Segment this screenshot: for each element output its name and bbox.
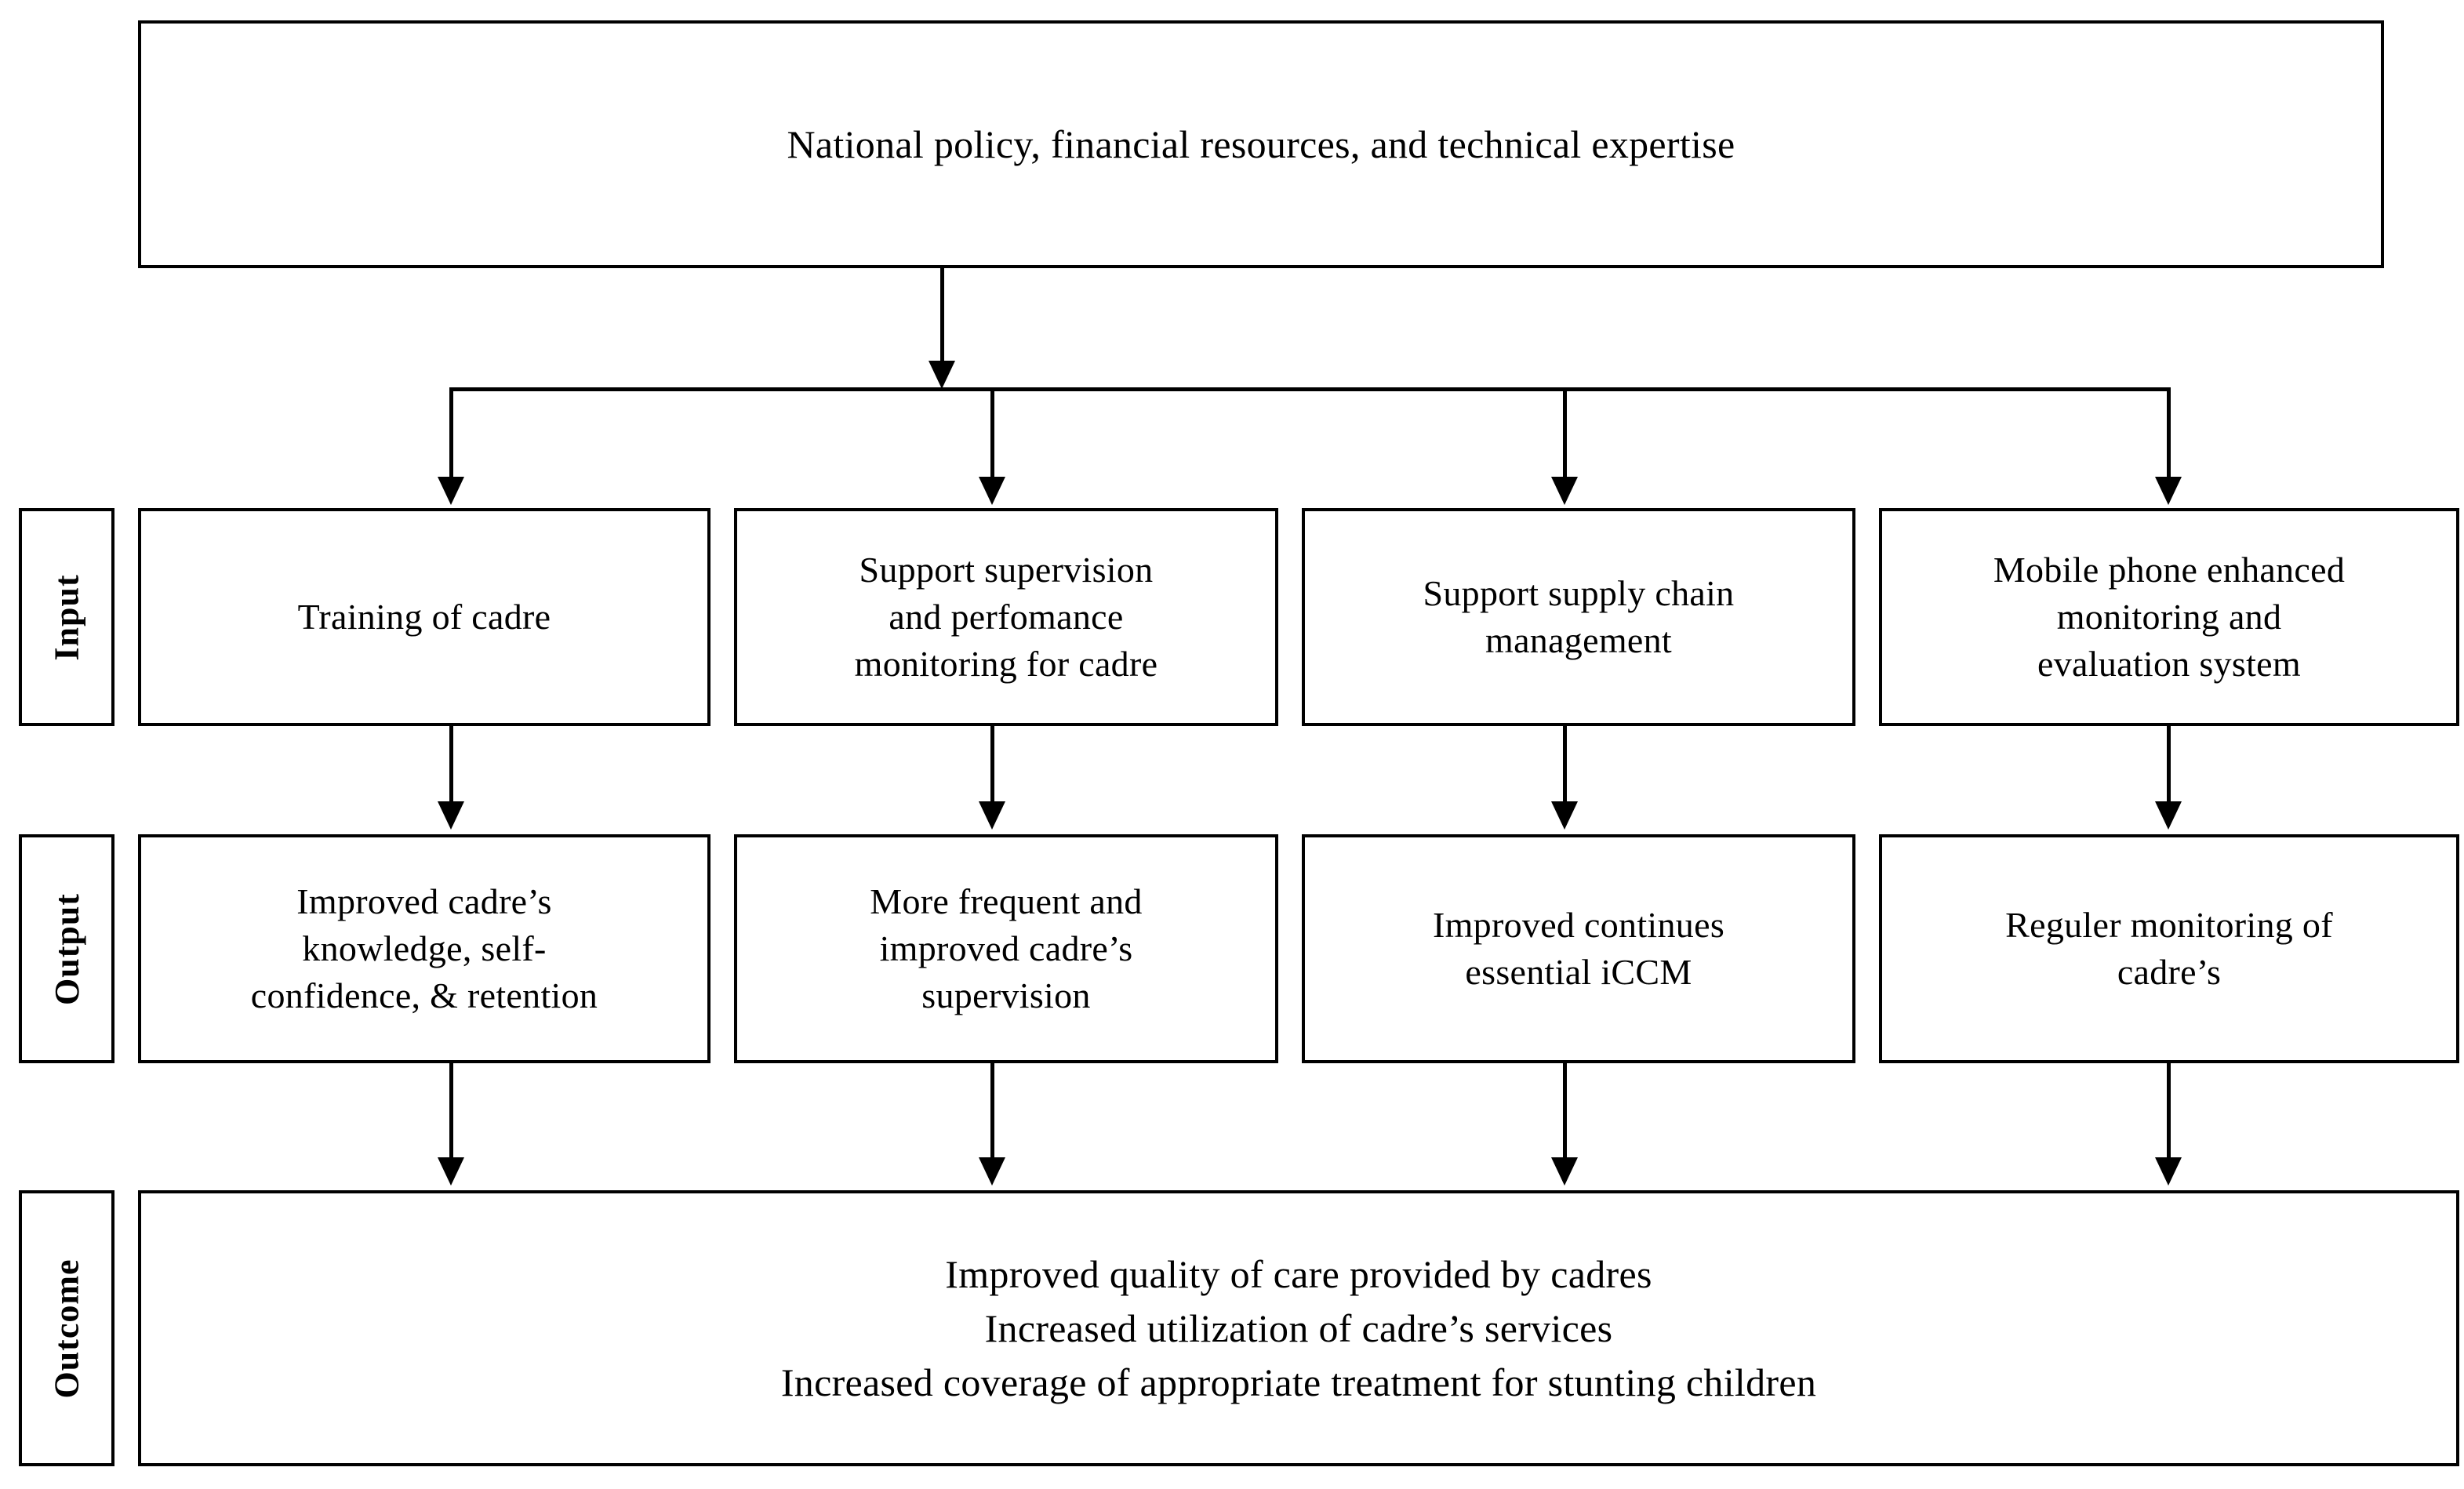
top-policy-box: National policy, financial resources, an… xyxy=(138,20,2384,268)
branch-arrowhead-icon-2 xyxy=(979,477,1005,505)
output-box-1-text: Improved cadre’s knowledge, self- confid… xyxy=(250,881,598,1015)
branch-line-1 xyxy=(449,387,453,481)
row-label-outcome-text: Outcome xyxy=(47,1258,86,1399)
output-to-outcome-line-4 xyxy=(2167,1063,2171,1162)
output-box-4: Reguler monitoring of cadre’s xyxy=(1879,834,2459,1063)
output-to-outcome-line-1 xyxy=(449,1063,453,1162)
input-box-4-text: Mobile phone enhanced monitoring and eva… xyxy=(1993,550,2346,684)
trunk-arrowhead-icon xyxy=(929,361,955,389)
output-box-3: Improved continues essential iCCM xyxy=(1302,834,1855,1063)
output-to-outcome-arrowhead-icon-4 xyxy=(2155,1157,2182,1186)
branch-arrowhead-icon-3 xyxy=(1551,477,1578,505)
row-label-output: Output xyxy=(19,834,114,1063)
branch-line-4 xyxy=(2167,387,2171,481)
input-to-output-line-3 xyxy=(1563,726,1567,806)
output-box-2-text: More frequent and improved cadre’s super… xyxy=(870,881,1143,1015)
output-to-outcome-line-3 xyxy=(1563,1063,1567,1162)
row-label-output-text: Output xyxy=(47,892,86,1005)
input-to-output-arrowhead-icon-4 xyxy=(2155,801,2182,830)
input-to-output-arrowhead-icon-2 xyxy=(979,801,1005,830)
outcome-box: Improved quality of care provided by cad… xyxy=(138,1190,2459,1466)
output-to-outcome-line-2 xyxy=(990,1063,994,1162)
input-box-1-text: Training of cadre xyxy=(297,597,551,637)
input-to-output-line-2 xyxy=(990,726,994,806)
output-to-outcome-arrowhead-icon-1 xyxy=(438,1157,464,1186)
input-to-output-line-1 xyxy=(449,726,453,806)
branch-line-3 xyxy=(1563,387,1567,481)
input-box-3: Support supply chain management xyxy=(1302,508,1855,726)
input-box-2-text: Support supervision and perfomance monit… xyxy=(854,550,1158,684)
input-box-4: Mobile phone enhanced monitoring and eva… xyxy=(1879,508,2459,726)
output-box-2: More frequent and improved cadre’s super… xyxy=(734,834,1278,1063)
output-box-4-text: Reguler monitoring of cadre’s xyxy=(2005,905,2333,992)
outcome-box-text: Improved quality of care provided by cad… xyxy=(780,1251,1817,1404)
output-box-3-text: Improved continues essential iCCM xyxy=(1432,905,1725,992)
trunk-connector-line xyxy=(940,268,944,367)
input-to-output-arrowhead-icon-3 xyxy=(1551,801,1578,830)
output-to-outcome-arrowhead-icon-3 xyxy=(1551,1157,1578,1186)
input-to-output-line-4 xyxy=(2167,726,2171,806)
top-policy-text: National policy, financial resources, an… xyxy=(787,122,1735,166)
row-label-input: Input xyxy=(19,508,114,726)
input-box-1: Training of cadre xyxy=(138,508,710,726)
input-box-2: Support supervision and perfomance monit… xyxy=(734,508,1278,726)
row-label-outcome: Outcome xyxy=(19,1190,114,1466)
distribution-bar xyxy=(449,387,2170,391)
output-box-1: Improved cadre’s knowledge, self- confid… xyxy=(138,834,710,1063)
branch-line-2 xyxy=(990,387,994,481)
branch-arrowhead-icon-4 xyxy=(2155,477,2182,505)
input-to-output-arrowhead-icon-1 xyxy=(438,801,464,830)
input-box-3-text: Support supply chain management xyxy=(1423,573,1735,660)
row-label-input-text: Input xyxy=(47,573,86,661)
output-to-outcome-arrowhead-icon-2 xyxy=(979,1157,1005,1186)
branch-arrowhead-icon-1 xyxy=(438,477,464,505)
